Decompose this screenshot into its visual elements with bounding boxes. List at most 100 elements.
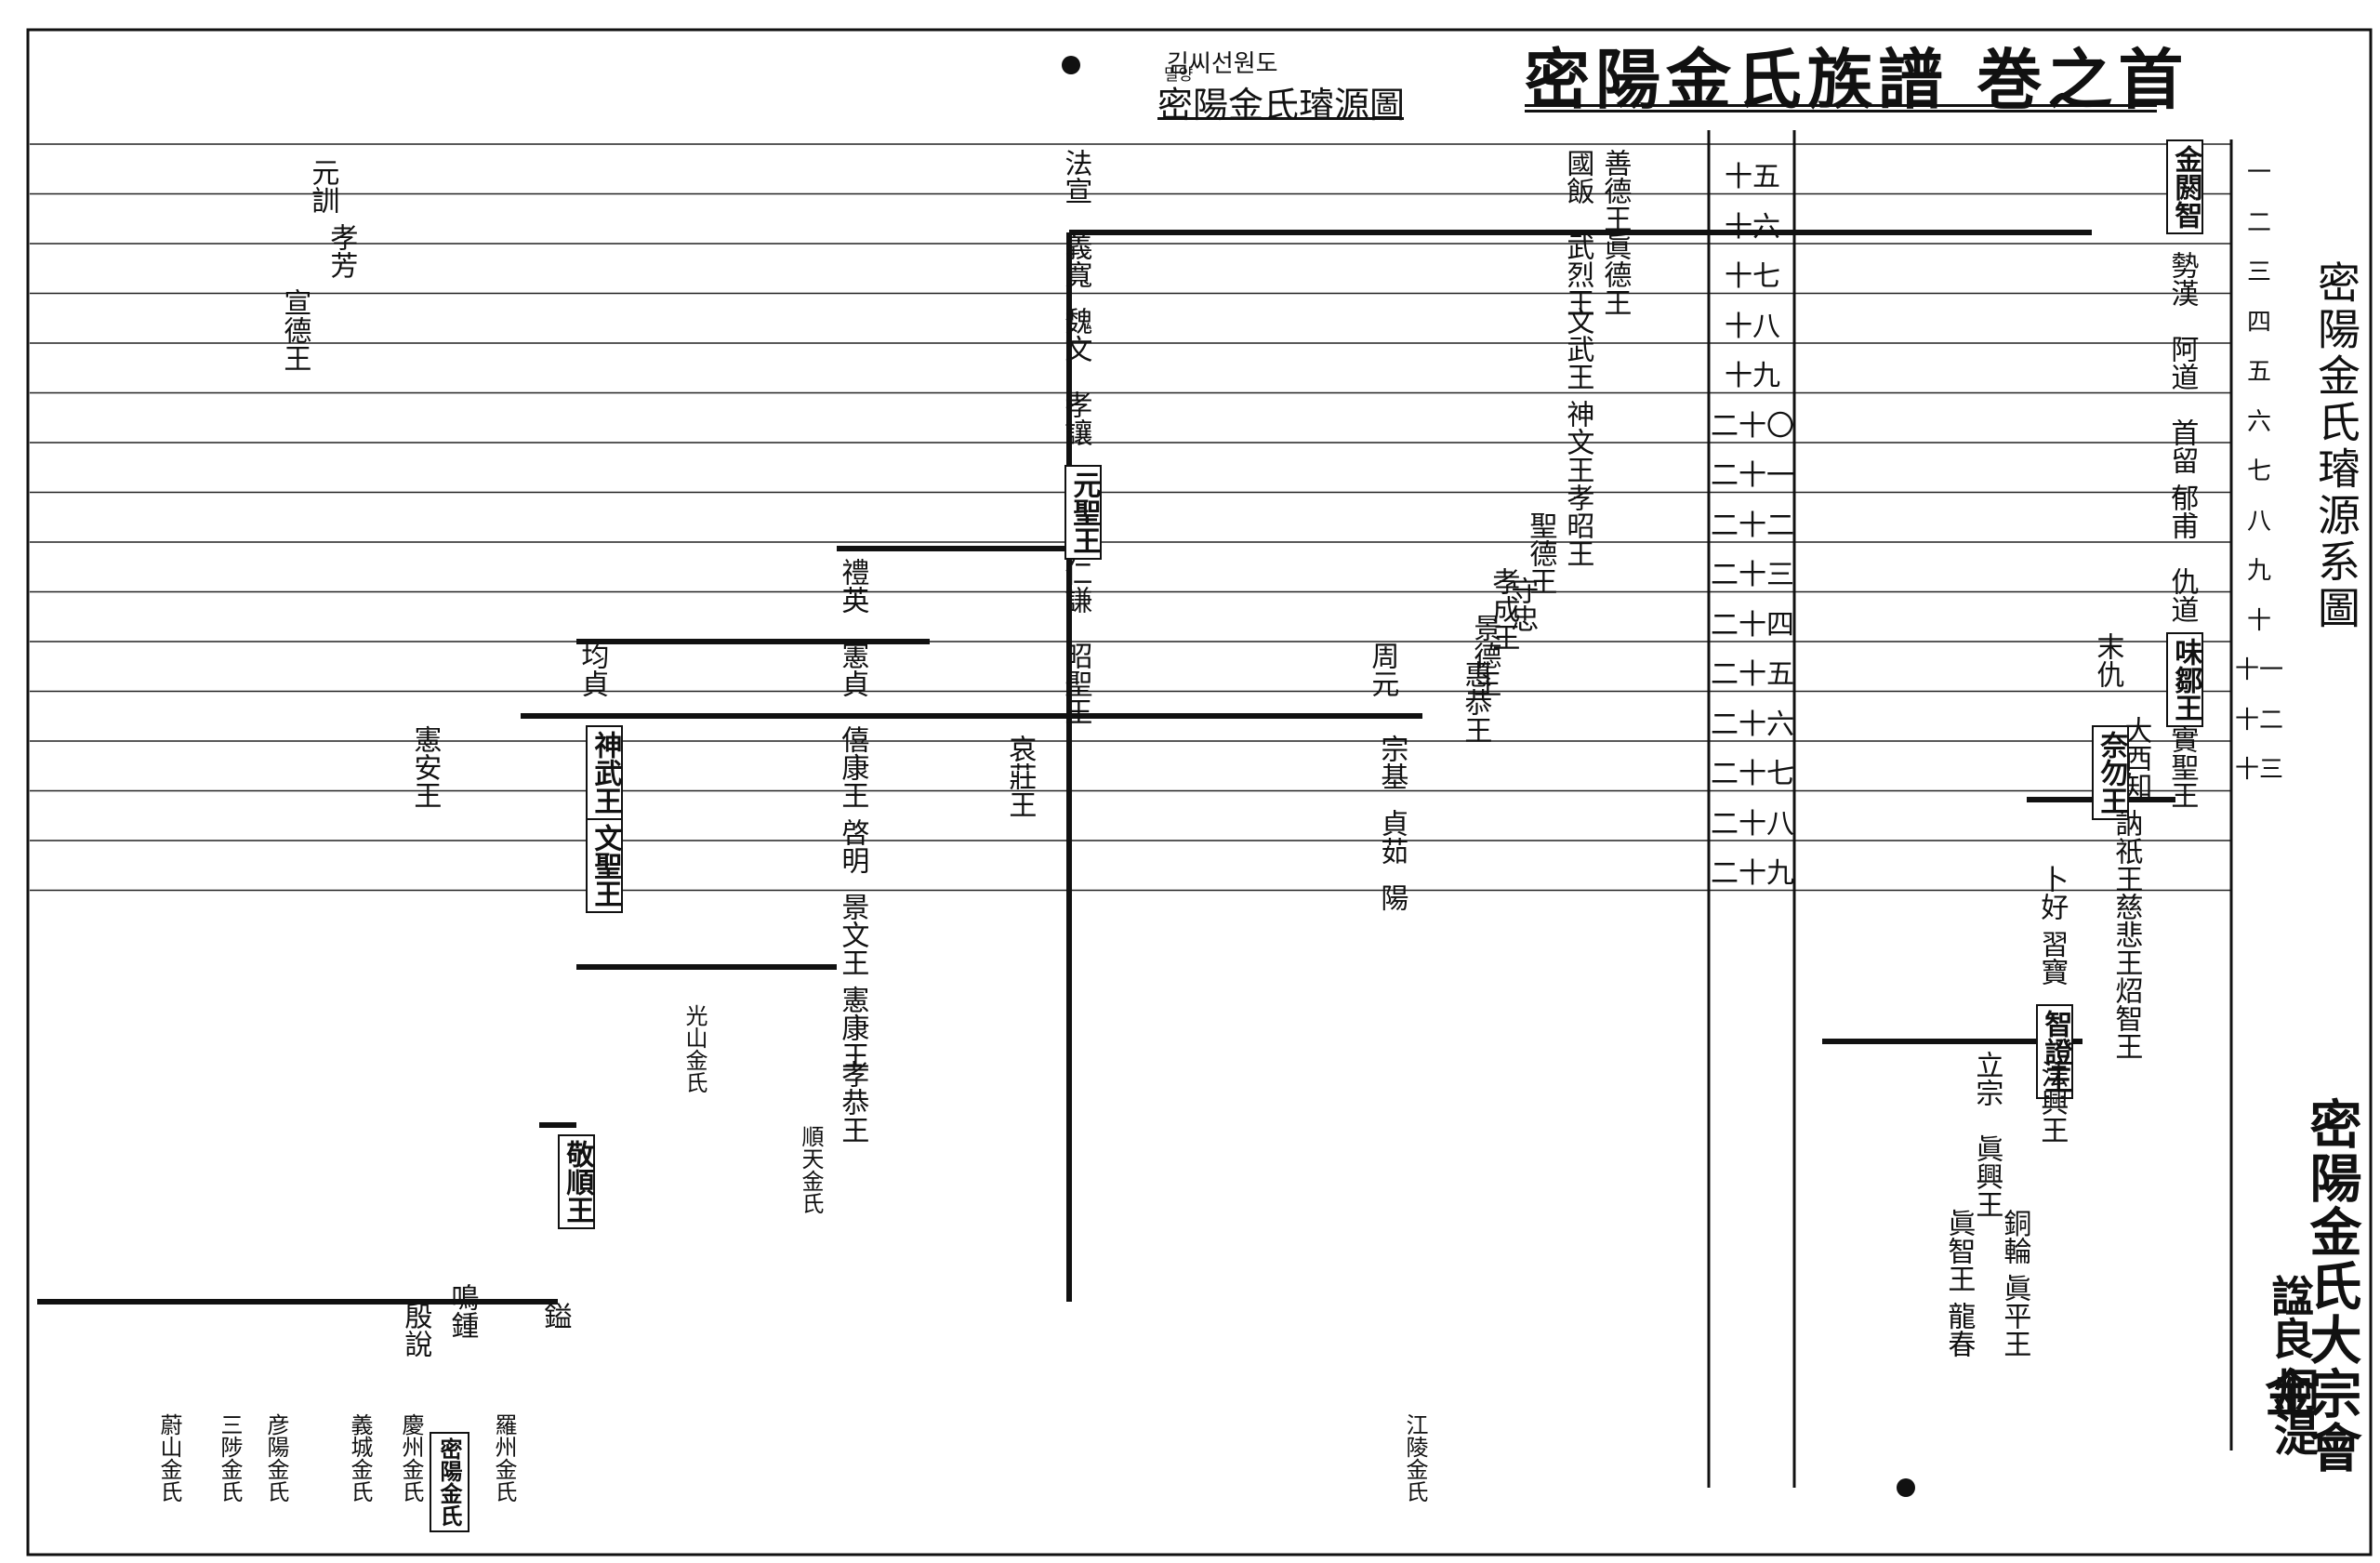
generation-label: 十六 [1725, 210, 1780, 244]
king-name-boxed: 文聖王 [586, 818, 624, 913]
person-name: 惠恭王 [1459, 660, 1492, 744]
clan-origin: 三陟金氏 [217, 1413, 243, 1503]
person-name: 啓明 [836, 818, 869, 874]
tree-structure [37, 56, 2233, 1497]
person-name: 殷說 [399, 1302, 432, 1358]
person-name: 善德王 [1598, 149, 1632, 232]
generation-label: 十五 [1725, 161, 1780, 193]
person-name: 慈悲王 [2109, 893, 2143, 976]
clan-origin: 蔚山金氏 [156, 1413, 182, 1503]
page-title: 密陽金氏族譜 巻之首 [1525, 41, 2189, 118]
person-name: 憲貞 [836, 642, 869, 697]
person-name: 實聖王 [2165, 725, 2199, 809]
person-name: 武烈王 [1561, 232, 1594, 316]
generation-label-right: 二 [2246, 208, 2271, 237]
person-name: 眞智王 [1942, 1209, 1976, 1292]
generation-label-right: 六 [2246, 407, 2271, 436]
generation-label: 二十七 [1711, 758, 1794, 790]
generation-label-right: 十一 [2234, 656, 2283, 684]
title-underline-2 [1525, 110, 2157, 113]
person-name: 孝成王 [1487, 567, 1520, 651]
generation-label: 十七 [1725, 260, 1780, 293]
king-name-boxed: 敬順王 [558, 1134, 596, 1229]
person-name: 元訓 [306, 158, 339, 214]
subtitle-underline [1157, 117, 1404, 120]
king-name-boxed: 奈勿王 [2092, 725, 2130, 820]
person-name: 陽 [1375, 883, 1408, 911]
person-name: 仇道 [2165, 567, 2199, 623]
generation-label-right: 一 [2246, 159, 2271, 187]
title-underline [1525, 104, 2157, 107]
person-name: 郁甫 [2165, 483, 2199, 539]
generation-label: 二十八 [1711, 807, 1794, 841]
generation-label: 二十五 [1711, 658, 1794, 691]
person-name: 神文王 [1561, 400, 1594, 483]
king-name-boxed: 神武王 [586, 725, 624, 820]
person-name: 鎰 [538, 1302, 572, 1330]
clan-origin: 江陵金氏 [1402, 1413, 1428, 1503]
person-name: 訥祇王 [2109, 809, 2143, 893]
generation-label: 二十一 [1711, 459, 1794, 492]
person-name: 守忠 [1505, 576, 1539, 632]
king-name-boxed: 智證王 [2036, 1004, 2074, 1099]
generation-label: 二十三 [1711, 559, 1794, 591]
clan-origin: 慶州金氏 [398, 1413, 424, 1503]
compiler-name: 金 [2256, 1367, 2316, 1417]
person-name: 禮英 [836, 558, 869, 614]
clan-origin: 義城金氏 [347, 1413, 373, 1503]
person-name: 法宣 [1059, 149, 1092, 205]
lineage-origin-dot [1062, 56, 1080, 74]
clan-origin: 羅州金氏 [491, 1413, 517, 1503]
person-name: 景德王 [1468, 614, 1501, 697]
clan-origin-boxed: 密陽金氏 [430, 1432, 469, 1532]
person-name: 龍春 [1942, 1302, 1976, 1358]
person-name: 立宗 [1970, 1051, 2003, 1106]
generation-label-right: 五 [2246, 358, 2271, 386]
person-name: 魏文 [1059, 307, 1092, 363]
person-name: 孝讓 [1059, 391, 1092, 446]
generation-label-right: 七 [2246, 457, 2271, 485]
person-name: 憲安王 [408, 725, 442, 809]
generation-label: 二十六 [1711, 708, 1794, 741]
generation-label: 二十〇 [1711, 409, 1794, 443]
generation-label: 二十四 [1711, 608, 1794, 642]
outer-border [26, 28, 2373, 1556]
person-name: 聖德王 [1524, 511, 1557, 595]
person-name: 阿道 [2165, 335, 2199, 391]
clan-origin: 光山金氏 [681, 1004, 707, 1093]
clan-origin: 彦陽金氏 [263, 1413, 289, 1503]
person-name: 義寬 [1059, 232, 1092, 288]
person-name: 昭聖王 [1059, 642, 1092, 725]
person-name: 均貞 [575, 642, 609, 697]
generation-label: 十九 [1725, 360, 1780, 392]
generation-label: 二十九 [1711, 857, 1794, 890]
person-name: 銅輪 [1998, 1209, 2031, 1265]
generation-label-right: 四 [2246, 308, 2271, 337]
publisher-role: 諡良 [2265, 1274, 2315, 1359]
compiler-given-name: 炯湜 [2266, 1367, 2318, 1456]
generation-label: 二十二 [1711, 509, 1794, 542]
person-name: 哀莊王 [1003, 735, 1037, 818]
person-name: 卜好 [2035, 865, 2069, 921]
person-name: 宣德王 [278, 288, 311, 372]
person-name: 孝芳 [324, 223, 358, 279]
king-name-boxed: 金閼智 [2166, 139, 2204, 234]
person-name: 首留 [2165, 418, 2199, 474]
king-name-boxed: 元聖王 [1064, 465, 1103, 560]
lineage-origin-dot [1897, 1478, 1915, 1497]
subtitle-reading: 밀양 [1164, 66, 1194, 85]
person-name: 宗基 [1375, 735, 1408, 790]
person-name: 孝恭王 [836, 1060, 869, 1144]
king-name-boxed: 味鄒王 [2166, 632, 2204, 727]
person-name: 眞德王 [1598, 232, 1632, 316]
person-name: 孝昭王 [1561, 483, 1594, 567]
person-name: 眞興王 [1970, 1134, 2003, 1218]
person-name: 末仇 [2091, 632, 2124, 688]
person-name: 貞茹 [1375, 809, 1408, 865]
generation-label-right: 十二 [2234, 706, 2283, 735]
generation-label-right: 八 [2246, 507, 2271, 536]
person-name: 勢漢 [2165, 251, 2199, 307]
person-name: 文武王 [1561, 307, 1594, 391]
